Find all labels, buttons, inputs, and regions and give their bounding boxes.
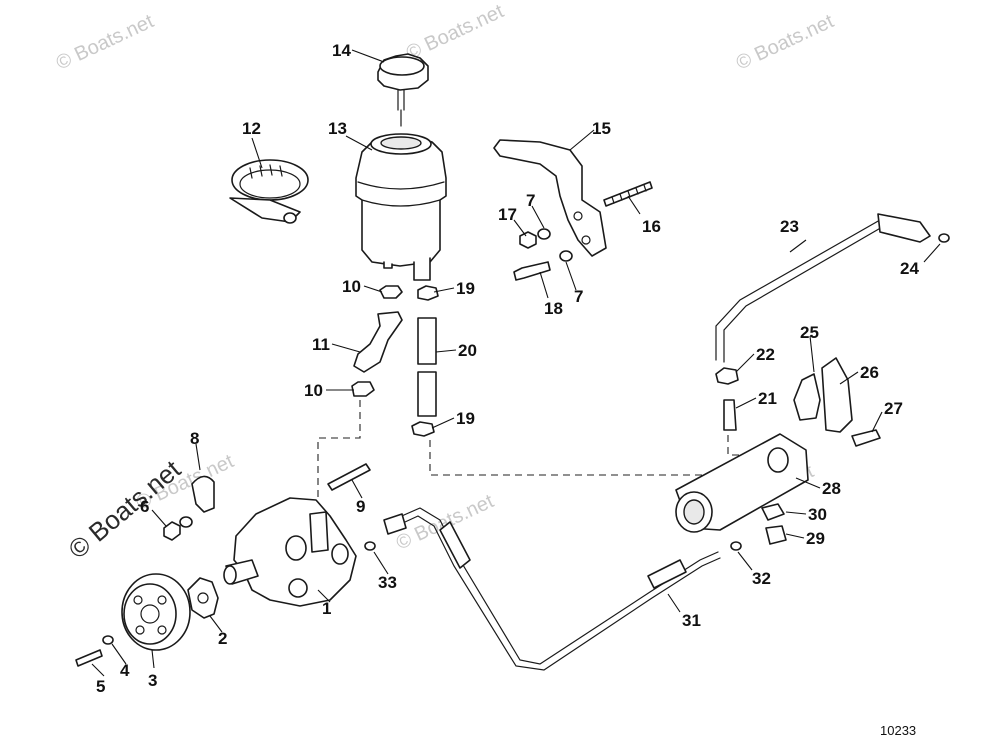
part-1-pump [223,497,357,607]
part-7-washer-lower [559,250,573,262]
callout-17: 17 [498,205,517,224]
callout-23: 23 [780,217,799,236]
part-10-clamp-lower [351,381,375,397]
callout-7-upper: 7 [526,191,535,210]
callout-3: 3 [148,671,157,690]
callout-29: 29 [806,529,825,548]
small-hardware-pump [75,463,376,667]
callout-13: 13 [328,119,347,138]
part-24-o-ring [938,233,950,243]
part-11-hose [353,311,403,373]
part-13-reservoir [355,133,447,281]
parts-25-26-27 [793,357,881,447]
part-10-clamp-upper [379,285,403,299]
callout-31: 31 [682,611,701,630]
side-watermark: © Boats.net [63,454,187,565]
part-14-reservoir-cap [377,53,429,127]
callout-28: 28 [822,479,841,498]
callout-2: 2 [218,629,227,648]
part-19-clamp-upper [417,285,439,301]
part-12-clamp [229,159,309,224]
callout-12: 12 [242,119,261,138]
part-4-washer [102,635,114,645]
callout-25: 25 [800,323,819,342]
part-15-bracket [493,139,607,257]
small-hardware-upper [513,228,573,281]
callout-4: 4 [120,661,130,680]
part-30-plug [761,503,785,521]
part-33-o-ring [364,541,376,551]
callout-5: 5 [96,677,105,696]
callout-7-lower: 7 [574,287,583,306]
callout-24: 24 [900,259,919,278]
part-23-cooler-line [715,213,950,363]
watermark: © Boats.net [393,490,498,554]
part-16-stud [603,181,653,207]
part-8-clip [191,475,215,513]
callout-30: 30 [808,505,827,524]
callout-10-lower: 10 [304,381,323,400]
watermark: © Boats.net [403,0,508,64]
callout-20: 20 [458,341,477,360]
callout-8: 8 [190,429,199,448]
part-20-hose-lower [417,371,437,417]
callout-numbers: 1 2 3 4 5 6 7 7 8 9 10 10 11 12 13 14 15… [96,41,919,696]
part-2-hub [187,577,219,619]
callout-10-upper: 10 [342,277,361,296]
callout-33: 33 [378,573,397,592]
part-28-cooler [675,433,809,551]
callout-6: 6 [140,497,149,516]
callout-26: 26 [860,363,879,382]
callout-16: 16 [642,217,661,236]
callout-11: 11 [312,335,330,354]
callout-19-upper: 19 [456,279,475,298]
part-3-pulley [121,573,191,651]
part-7-washer [537,228,551,240]
part-31-pressure-hose [383,507,721,671]
part-29-zinc [765,525,787,545]
part-9-stud [327,463,371,491]
part-18-bolt [513,261,551,281]
part-6-washer [179,516,193,528]
part-17-nut [519,231,537,249]
parts-21-22 [715,367,739,431]
callout-14: 14 [332,41,351,60]
part-19-clamp-lower [411,421,435,437]
callout-21: 21 [758,389,777,408]
part-5-bolt [75,649,103,667]
callout-15: 15 [592,119,611,138]
callout-9: 9 [356,497,365,516]
part-20-hose-upper [417,317,437,365]
callout-1: 1 [322,599,331,618]
callout-19-lower: 19 [456,409,475,428]
part-6-nut [163,521,181,541]
callout-22: 22 [756,345,775,364]
hose-parts [351,285,439,437]
part-32-o-ring [730,541,742,551]
callout-32: 32 [752,569,771,588]
callout-27: 27 [884,399,903,418]
figure-number: 10233 [880,723,916,738]
leader-lines [91,49,941,677]
watermark: © Boats.net [53,10,158,74]
callout-18: 18 [544,299,563,318]
watermark: © Boats.net [733,10,838,74]
